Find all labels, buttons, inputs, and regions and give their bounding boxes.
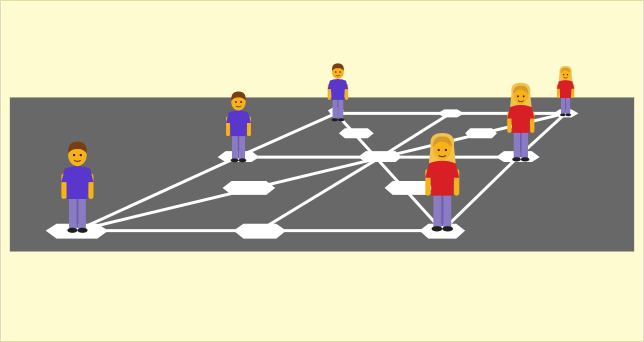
board-node[interactable] (419, 223, 466, 239)
board-node[interactable] (338, 128, 374, 139)
board-node[interactable] (437, 109, 465, 118)
board-node[interactable] (465, 128, 497, 139)
board-node[interactable] (357, 151, 402, 163)
board-nodes (45, 107, 579, 239)
board-node[interactable] (222, 180, 276, 195)
board-node[interactable] (384, 180, 434, 195)
board-node[interactable] (233, 223, 287, 239)
